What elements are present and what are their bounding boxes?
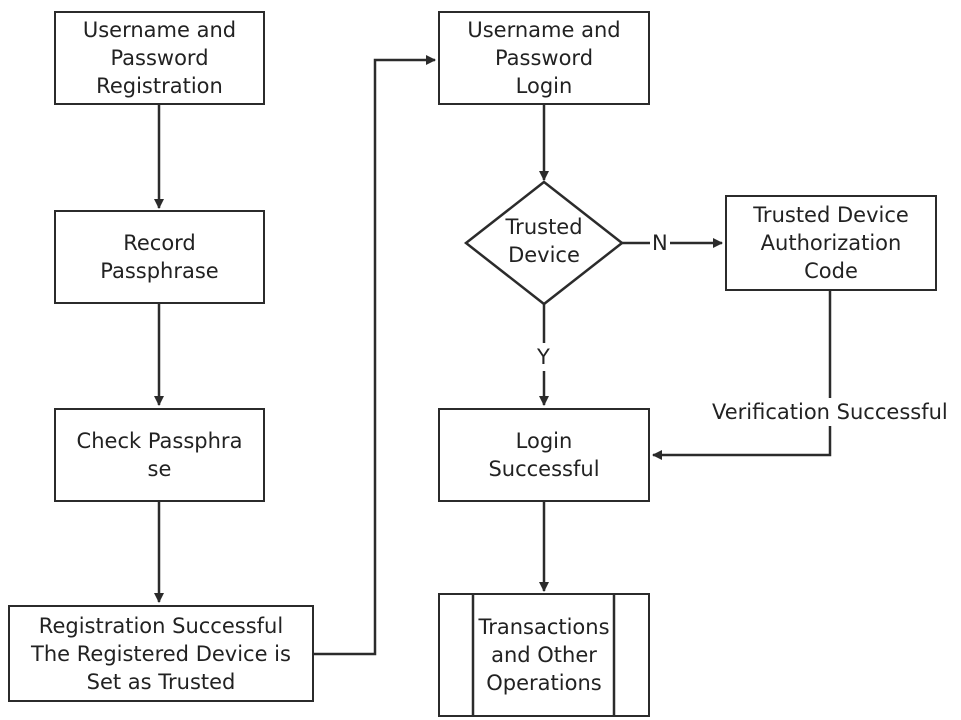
- node-trusted-device-label: Trusted Device: [474, 213, 614, 269]
- edge-auth-to-loginok: [652, 290, 832, 460]
- node-username-password-registration: Username and Password Registration: [54, 11, 265, 105]
- node-label: Trusted Device Authorization Code: [753, 203, 909, 283]
- node-check-passphrase: Check Passphra se: [54, 408, 265, 502]
- node-username-password-login: Username and Password Login: [438, 11, 650, 105]
- node-label: Record Passphrase: [100, 231, 219, 283]
- edge-label-no: N: [650, 231, 670, 255]
- node-record-passphrase: Record Passphrase: [54, 210, 265, 304]
- node-trusted-device-authorization-code: Trusted Device Authorization Code: [725, 195, 937, 291]
- edge-regok-to-login: [313, 55, 436, 656]
- node-label: Transactions and Other Operations: [478, 615, 610, 695]
- node-label: Registration Successful The Registered D…: [31, 613, 291, 694]
- edge-label-verification-successful: Verification Successful: [712, 398, 948, 426]
- node-label: Trusted Device: [505, 215, 583, 267]
- node-registration-successful: Registration Successful The Registered D…: [8, 605, 314, 702]
- decision-diamond: [463, 180, 625, 306]
- node-transactions-and-other-operations: Transactions and Other Operations: [438, 593, 650, 717]
- node-label: Login Successful: [488, 429, 600, 481]
- node-login-successful: Login Successful: [438, 408, 650, 502]
- node-label: Username and Password Registration: [82, 18, 237, 98]
- edge-label-yes: Y: [536, 343, 551, 371]
- node-label: Username and Password Login: [467, 18, 621, 98]
- node-label: Check Passphra se: [76, 429, 243, 481]
